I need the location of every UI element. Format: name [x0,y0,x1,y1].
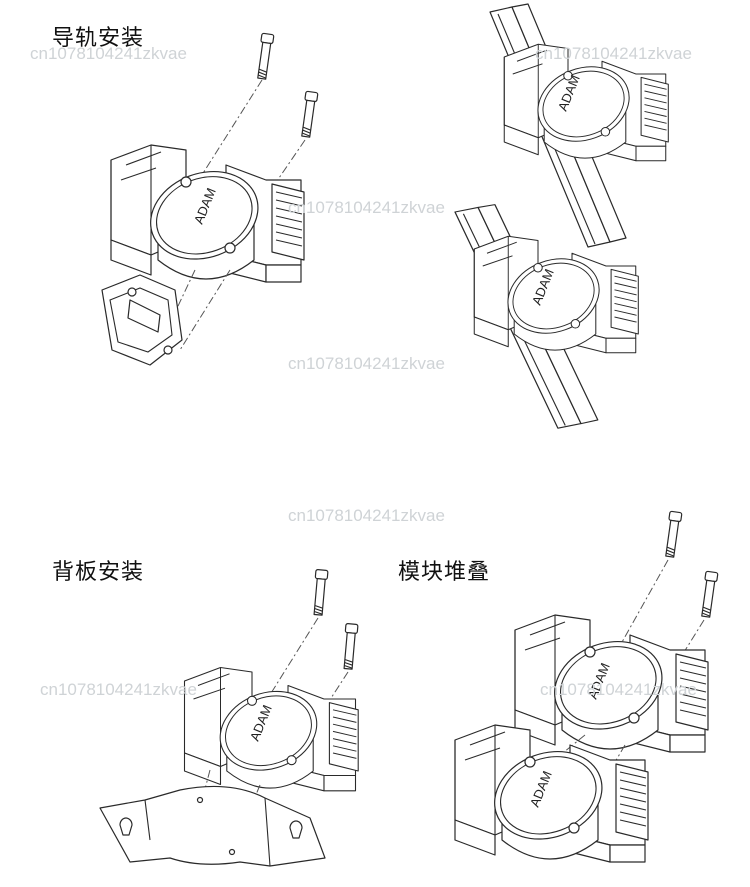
screw [299,90,319,138]
screw [341,622,359,670]
screw [699,570,719,618]
screw [663,510,683,558]
watermark: cn1078104241zkvae [40,680,197,699]
title-panel-mount: 背板安装 [52,560,145,585]
adam-module [183,666,359,792]
title-module-stack: 模块堆叠 [398,560,491,585]
panel-mounting-plate [99,785,326,867]
watermark: cn1078104241zkvae [288,354,445,373]
watermark: cn1078104241zkvae [288,198,445,217]
screw [255,32,275,80]
title-rail-mount: 导轨安装 [52,26,145,51]
watermark: cn1078104241zkvae [288,506,445,525]
watermark: cn1078104241zkvae [30,44,187,63]
adam-module [473,235,639,354]
screw [311,568,329,616]
rail-clip [101,274,183,366]
watermark: cn1078104241zkvae [540,680,697,699]
watermark: cn1078104241zkvae [535,44,692,63]
